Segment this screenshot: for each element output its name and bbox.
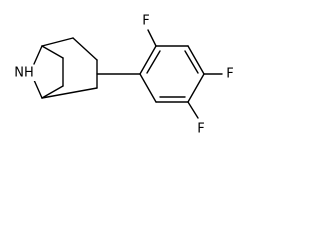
bond-c-f-bottom: [187, 101, 199, 119]
fluorine-top-label: F: [142, 14, 149, 29]
nitrogen-atom-label: NH: [14, 66, 34, 81]
ring-bond-4: [187, 73, 205, 103]
bond-c2-c3: [72, 37, 98, 61]
ring-bond-6: [139, 73, 157, 103]
bond-c-f-top: [147, 29, 157, 47]
ring-bond-1: [139, 45, 157, 75]
fluorine-bottom-label: F: [197, 122, 204, 137]
trifluorophenyl-ring: [139, 45, 205, 103]
ring-double-bond-1: [146, 50, 161, 74]
bond-c1-c6: [41, 45, 64, 59]
ring-double-bond-2: [184, 50, 199, 74]
bond-c4-c5: [41, 87, 98, 99]
bond-c1-c2: [41, 37, 74, 47]
ring-bond-3: [187, 45, 205, 75]
bond-n-c1: [33, 45, 43, 65]
nh-label-mask: [14, 65, 36, 81]
fluorine-right-label: F: [226, 67, 233, 82]
bond-c7-c5: [41, 85, 64, 99]
molecule-structure: NH F F F: [14, 14, 234, 137]
bicyclic-amine-ring: [33, 37, 98, 99]
bond-n-c5: [33, 79, 43, 99]
